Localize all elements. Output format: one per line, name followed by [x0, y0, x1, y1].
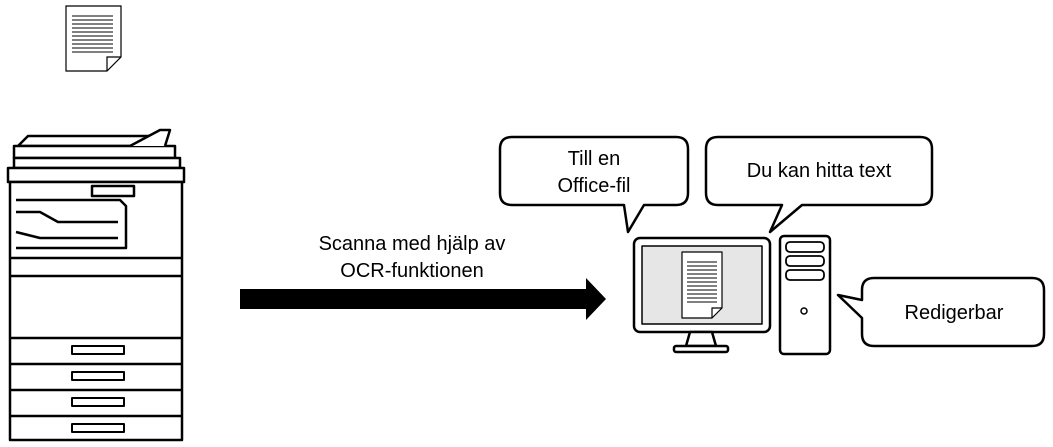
- screen-document-icon: [681, 251, 723, 319]
- pc-tower-icon: [778, 234, 832, 356]
- bubble-office-line2: Office-fil: [558, 175, 631, 197]
- speech-bubble-office: Till en Office-fil: [498, 135, 690, 234]
- multifunction-printer-icon: [6, 128, 186, 442]
- monitor-icon: [632, 236, 772, 354]
- arrow-label-line1: Scanna med hjälp av: [319, 233, 506, 255]
- speech-bubble-edit: Redigerbar: [836, 276, 1046, 348]
- arrow-right-icon: [240, 278, 606, 320]
- bubble-search-text: Du kan hitta text: [747, 160, 892, 182]
- speech-bubble-search: Du kan hitta text: [704, 135, 934, 234]
- arrow-label-line2: OCR-funktionen: [340, 260, 483, 282]
- bubble-office-line1: Till en: [568, 148, 621, 170]
- document-icon: [65, 5, 122, 72]
- bubble-edit-text: Redigerbar: [905, 302, 1004, 324]
